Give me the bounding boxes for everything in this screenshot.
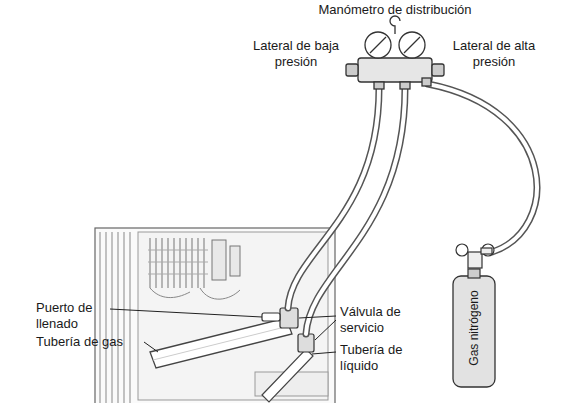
part-label: Puerto de llenado — [36, 300, 110, 332]
cylinder-label: Gas nitrógeno — [467, 290, 481, 365]
part-label: Válvula de servicio — [340, 304, 414, 336]
leader-lines — [110, 309, 336, 354]
gas-pipe-shade — [153, 326, 289, 360]
hoses — [288, 84, 537, 334]
part-label: Tubería de gas — [36, 334, 123, 350]
gas-cylinder: Gas nitrógeno — [452, 268, 496, 388]
part-label: Lateral de baja presión — [250, 38, 342, 70]
manifold-gauge — [346, 16, 444, 89]
regulator — [456, 244, 494, 268]
outdoor-unit — [95, 228, 335, 403]
part-label: Manómetro de distribución — [318, 2, 471, 18]
gas-pipe — [150, 318, 292, 368]
liquid-pipe — [262, 349, 313, 402]
part-label: Lateral de alta presión — [448, 38, 540, 70]
part-label: Tubería de líquido — [340, 342, 414, 374]
